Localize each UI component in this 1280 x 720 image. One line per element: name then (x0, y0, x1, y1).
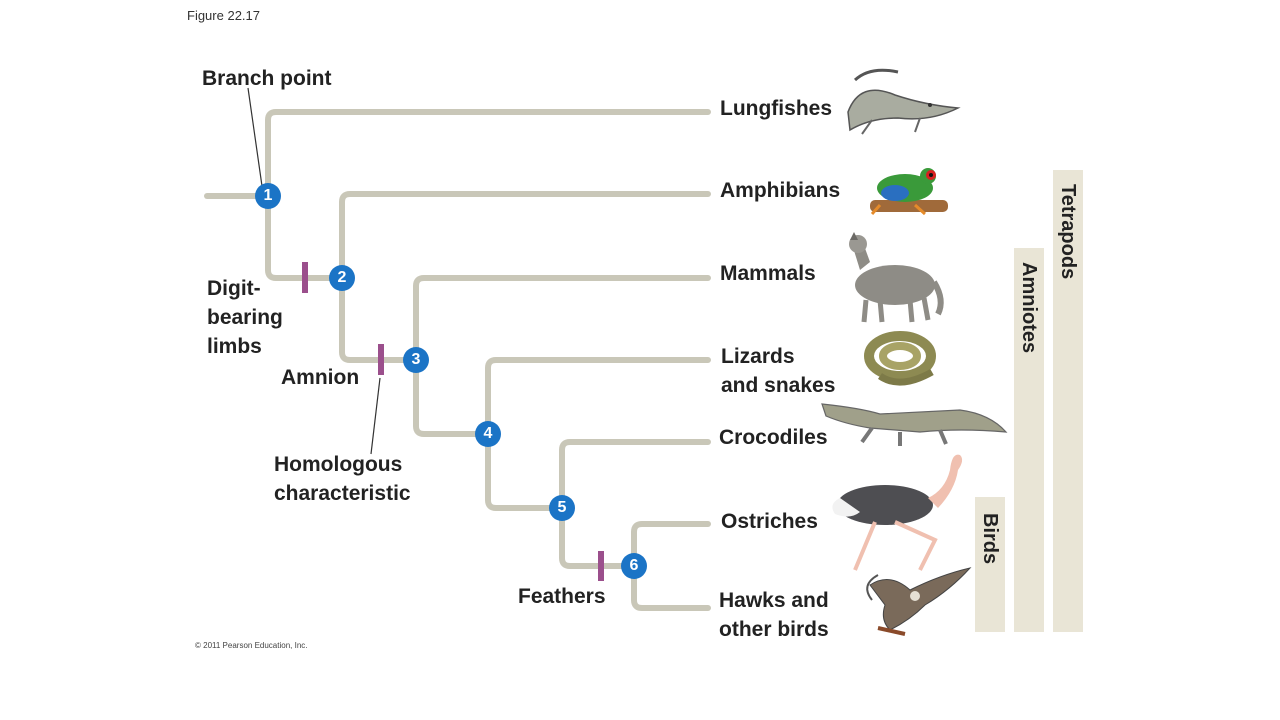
node-4: 4 (475, 421, 501, 447)
node-5: 5 (549, 495, 575, 521)
branch-node5-to-node6 (559, 505, 637, 569)
branch-lizards-and-snakes (485, 357, 711, 437)
digit-bearing-limbs-label: Digit- bearing limbs (207, 277, 283, 358)
branch-node1-to-node2 (265, 193, 345, 281)
branch-node4-to-node5 (485, 431, 565, 511)
branch-lungfishes (265, 109, 711, 199)
group-label-tetrapods: Tetrapods (1057, 184, 1079, 280)
taxon-hawks-and-other-birds: Hawks and other birds (719, 589, 829, 641)
branch-node3-to-node4 (413, 357, 491, 437)
pointer-homologous (370, 377, 381, 455)
branch-mammals (413, 275, 711, 363)
taxon-amphibians: Amphibians (720, 179, 841, 202)
taxon-ostriches: Ostriches (721, 510, 818, 533)
group-label-birds: Birds (979, 513, 1001, 565)
amnion-label: Amnion (281, 366, 360, 389)
hawk-icon (866, 567, 972, 636)
taxon-crocodiles: Crocodiles (719, 426, 828, 449)
figure-number: Figure 22.17 (187, 8, 260, 23)
branch-node2-to-node3 (339, 275, 419, 363)
homologous-characteristic-label: Homologous characteristic (274, 453, 411, 505)
group-label-amniotes: Amniotes (1018, 262, 1040, 354)
node-1: 1 (255, 183, 281, 209)
group-bar-tetrapods (1053, 170, 1083, 632)
branch-ostriches (631, 521, 711, 569)
pointer-branch-point (247, 87, 263, 187)
group-bar-amniotes (1014, 248, 1044, 632)
node-6: 6 (621, 553, 647, 579)
branch-point-label: Branch point (202, 67, 332, 90)
taxon-lungfishes: Lungfishes (720, 97, 833, 120)
copyright-notice: © 2011 Pearson Education, Inc. (195, 641, 308, 650)
ostrich-icon (832, 454, 963, 571)
branch-hawks (631, 563, 711, 611)
character-mark-digit-limbs (302, 262, 308, 293)
branch-crocodiles (559, 439, 711, 511)
frog-icon (870, 168, 948, 216)
lungfish-icon (847, 68, 961, 135)
snake-icon (864, 331, 936, 386)
node-3: 3 (403, 347, 429, 373)
group-bar-birds (975, 497, 1005, 632)
character-mark-amnion (378, 344, 384, 375)
branch-amphibians (339, 191, 711, 281)
node-2: 2 (329, 265, 355, 291)
wolf-icon (849, 232, 944, 323)
character-mark-feathers (598, 551, 604, 581)
crocodile-icon (821, 403, 1008, 446)
taxon-mammals: Mammals (720, 262, 816, 285)
feathers-label: Feathers (518, 585, 606, 608)
taxon-lizards-and-snakes: Lizards and snakes (721, 345, 836, 397)
